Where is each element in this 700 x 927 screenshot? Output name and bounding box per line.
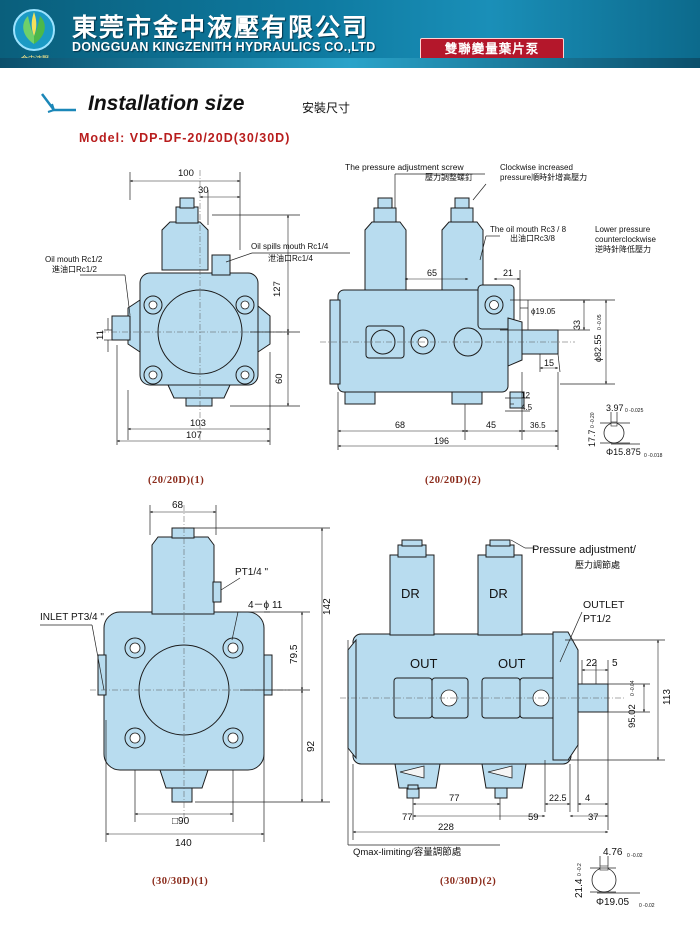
- dim-59: 59: [528, 812, 539, 823]
- pressure-screw-label: The pressure adjustment screw: [345, 162, 464, 172]
- dim-95: 95.02: [627, 704, 638, 728]
- pressure-adj-label-cn: 壓力調節處: [575, 559, 620, 570]
- company-name-en: DONGGUAN KINGZENITH HYDRAULICS CO.,LTD: [72, 40, 376, 54]
- holes-label: 4－ϕ 11: [248, 600, 283, 611]
- oil-spills-label: Oil spills mouth Rc1/4: [251, 242, 329, 251]
- dim-21: 21: [503, 268, 513, 278]
- model-number: Model: VDP-DF-20/20D(30/30D): [79, 131, 291, 145]
- dim-11: 11: [95, 330, 106, 340]
- drawing-30-30d-front: 68 142 79.5 92 □90 140 PT1/4 " 4－ϕ 11 IN…: [40, 500, 333, 849]
- dim-phi19: ϕ19.05: [531, 307, 556, 316]
- oil-spills-label-cn: 泄油口Rc1/4: [268, 253, 313, 263]
- caption-30-30d-2: (30/30D)(2): [440, 876, 497, 887]
- company-logo-icon: [13, 9, 55, 51]
- outlet-size-label: PT1/2: [583, 613, 611, 625]
- inlet-label: INLET PT3/4 ": [40, 612, 104, 623]
- dim-36-5: 36.5: [530, 421, 546, 430]
- dim-22-5: 22.5: [549, 793, 567, 803]
- dim-107: 107: [186, 430, 202, 441]
- dim-45: 45: [486, 420, 496, 430]
- oil-mouth-label: Oil mouth Rc1/2: [45, 255, 103, 264]
- out-label-1: OUT: [410, 656, 438, 671]
- pt14-label: PT1/4 ": [235, 567, 268, 578]
- counterclockwise-label: counterclockwise: [595, 235, 656, 244]
- dim-sq90: □90: [172, 816, 190, 827]
- dim-65: 65: [427, 268, 437, 278]
- clockwise-label: Clockwise increased: [500, 163, 573, 172]
- dim-15: 15: [544, 358, 554, 368]
- dim-77-upper: 77: [449, 793, 460, 804]
- dim-92: 92: [306, 740, 317, 752]
- drawing-20-20d-side: The pressure adjustment screw 壓力調整螺釘 Clo…: [320, 162, 663, 459]
- dim-77-lower: 77: [402, 812, 413, 823]
- out-label-2: OUT: [498, 656, 526, 671]
- pressure-screw-label-cn: 壓力調整螺釘: [425, 172, 473, 182]
- dim-4-5: 4.5: [521, 403, 533, 412]
- pressure-adj-label: Pressure adjustment/: [532, 544, 637, 556]
- key-width-tol: 0 -0.025: [625, 408, 644, 414]
- section-title: Installation size: [88, 92, 245, 115]
- arrow-icon: [41, 93, 76, 113]
- dim-113: 113: [662, 689, 673, 705]
- lower-pressure-label: Lower pressure: [595, 225, 651, 234]
- dim-phi82: ϕ82.55: [593, 334, 603, 362]
- shaft-dia-tol: 0 -0.02: [639, 903, 655, 909]
- dim-68: 68: [172, 500, 184, 511]
- banner-stripe: [0, 58, 700, 68]
- header-banner: 金中液壓 東莞市金中液壓有限公司 DONGGUAN KINGZENITH HYD…: [0, 0, 700, 68]
- lower-pressure-label-cn: 逆時針降低壓力: [595, 244, 651, 254]
- clockwise-label-2: pressure順時針增高壓力: [500, 172, 587, 182]
- dim-12: 12: [521, 391, 530, 400]
- dim-phi82-tol: 0 -0.05: [597, 314, 603, 330]
- dim-22: 22: [586, 658, 598, 669]
- drawing-20-20d-front: 100 30 127 60 103 107 11 Oil mouth Rc1/2…: [45, 168, 350, 445]
- dim-60: 60: [274, 373, 285, 384]
- dim-142: 142: [322, 598, 333, 615]
- key-width: 4.76: [603, 847, 623, 858]
- dim-5: 5: [612, 658, 618, 669]
- outlet-label: OUTLET: [583, 599, 625, 611]
- section-title-cn: 安裝尺寸: [302, 101, 351, 115]
- dim-30: 30: [198, 185, 209, 196]
- dim-37: 37: [588, 812, 599, 823]
- key-depth-tol: 0 -0.2: [577, 863, 583, 876]
- dim-140: 140: [175, 838, 192, 849]
- dim-79-5: 79.5: [289, 644, 300, 664]
- drain-label-2: DR: [489, 586, 508, 601]
- shaft-dia-tol: 0 -0.018: [644, 453, 663, 459]
- drawing-30-30d-side: Pressure adjustment/ 壓力調節處 OUTLET PT1/2 …: [340, 539, 673, 909]
- company-name-cn: 東莞市金中液壓有限公司: [72, 13, 370, 42]
- product-badge: 雙聯變量葉片泵: [420, 38, 564, 60]
- caption-20-20d-1: (20/20D)(1): [148, 475, 205, 486]
- dim-100: 100: [178, 168, 194, 179]
- key-width: 3.97: [606, 403, 624, 413]
- oil-mouth3-label: The oil mouth Rc3 / 8: [490, 225, 567, 234]
- caption-20-20d-2: (20/20D)(2): [425, 475, 482, 486]
- oil-mouth3-label-cn: 出油口Rc3/8: [510, 233, 555, 243]
- caption-30-30d-1: (30/30D)(1): [152, 876, 209, 887]
- key-width-tol: 0 -0.02: [627, 853, 643, 859]
- dim-68: 68: [395, 420, 405, 430]
- dim-33: 33: [572, 320, 582, 330]
- key-depth: 17.7: [587, 429, 597, 447]
- dim-196: 196: [434, 436, 449, 446]
- dim-228: 228: [438, 822, 454, 833]
- key-depth: 21.4: [574, 878, 585, 898]
- drain-label-1: DR: [401, 586, 420, 601]
- dim-103: 103: [190, 418, 206, 429]
- oil-mouth-label-cn: 進油口Rc1/2: [52, 264, 97, 274]
- qmax-label: Qmax-limiting/容量調節處: [353, 846, 462, 858]
- dim-95-tol: 0 -0.04: [630, 680, 636, 696]
- shaft-dia: Φ19.05: [596, 897, 629, 908]
- shaft-dia: Φ15.875: [606, 447, 641, 457]
- dim-127: 127: [272, 281, 283, 297]
- dim-4: 4: [585, 793, 590, 804]
- key-depth-tol: 0 -0.20: [590, 412, 596, 428]
